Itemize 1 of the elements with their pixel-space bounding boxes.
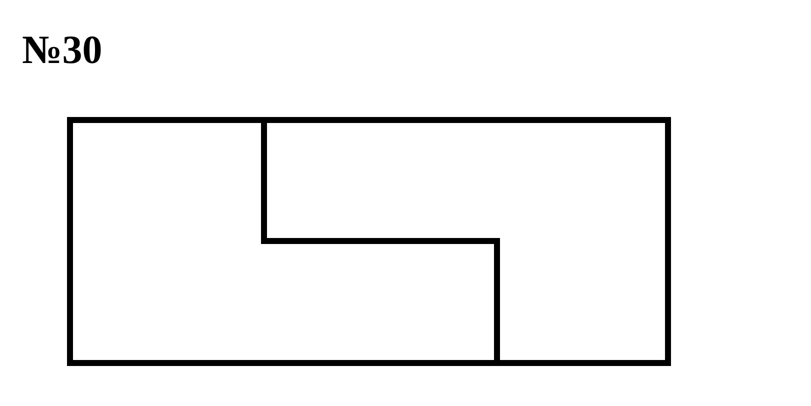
- problem-number: №30: [22, 26, 102, 74]
